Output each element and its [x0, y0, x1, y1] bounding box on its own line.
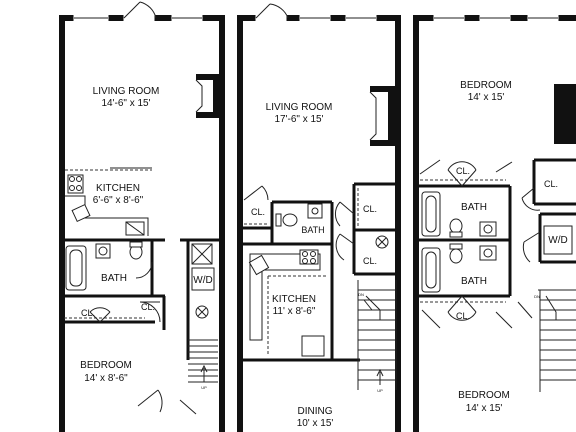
right-bedroom-bottom-dims: 14' x 15'	[466, 403, 503, 414]
left-unit	[59, 1, 225, 432]
middle-closet-c-label: CL.	[363, 256, 377, 266]
right-chimney	[554, 84, 576, 144]
middle-dining-dims: 10' x 15'	[297, 418, 334, 429]
right-closet-b-label: CL.	[544, 179, 558, 189]
left-stair-up-label: UP	[201, 385, 207, 390]
right-sink-top-icon	[479, 221, 497, 237]
middle-entry-door	[255, 3, 289, 19]
right-bathtub-top-icon	[421, 191, 441, 237]
right-sink-bottom-icon	[479, 245, 497, 261]
right-unit	[413, 14, 576, 432]
left-living-room-label: LIVING ROOM	[93, 86, 160, 97]
right-bedroom-top-label: BEDROOM	[460, 80, 512, 91]
right-closet-a-label: CL.	[456, 166, 470, 176]
middle-kitchen-sink-icon	[248, 254, 270, 276]
right-toilet-bottom-icon	[449, 248, 463, 264]
right-bathtub-bottom-icon	[421, 247, 441, 293]
middle-living-room-dims: 17'-6" x 15'	[274, 114, 323, 125]
left-living-room-dims: 14'-6" x 15'	[101, 98, 150, 109]
middle-stair-dn-label: DN	[358, 292, 364, 297]
right-closet-c-label: CL.	[456, 311, 470, 321]
right-bedroom-top-dims: 14' x 15'	[468, 92, 505, 103]
right-bath-a-label: BATH	[461, 202, 487, 213]
left-stair	[188, 339, 218, 383]
left-kitchen-sink-icon	[71, 203, 91, 223]
middle-bath-sink-icon	[307, 203, 323, 219]
middle-stair	[357, 280, 397, 390]
left-drain-icon	[195, 305, 209, 319]
left-wd-label: W/D	[193, 275, 212, 286]
left-closet-a-label: CL.	[81, 308, 95, 318]
left-bath-sink-icon	[95, 243, 111, 259]
right-stair	[517, 289, 576, 392]
left-bath-label: BATH	[101, 273, 127, 284]
left-bedroom-label: BEDROOM	[80, 360, 132, 371]
middle-closet-a-label: CL.	[251, 207, 265, 217]
left-fireplace	[196, 74, 220, 118]
left-bedroom-dims: 14' x 8'-6"	[84, 373, 128, 384]
middle-kitchen-dims: 11' x 8'-6"	[273, 306, 316, 317]
left-kitchen-dims: 6'-6" x 8'-6"	[93, 195, 144, 206]
left-closet-b-label: CL.	[141, 302, 155, 312]
middle-dining-label: DINING	[298, 406, 333, 417]
middle-bath-label: BATH	[301, 225, 324, 235]
left-bathtub-icon	[65, 245, 87, 291]
middle-unit	[237, 3, 401, 432]
right-toilet-top-icon	[449, 218, 463, 234]
middle-kitchen-label: KITCHEN	[272, 294, 316, 305]
right-washer-dryer-icon	[543, 225, 573, 255]
right-bedroom-bottom-label: BEDROOM	[458, 390, 510, 401]
left-kitchen-label: KITCHEN	[96, 183, 140, 194]
middle-living-room-label: LIVING ROOM	[266, 102, 333, 113]
left-dryer-icon	[191, 267, 215, 291]
middle-stair-up-label: UP	[377, 388, 383, 393]
middle-stove-icon	[299, 249, 319, 265]
right-stair-dn-label: DN	[534, 294, 540, 299]
middle-fireplace	[370, 86, 396, 146]
middle-toilet-icon	[282, 213, 298, 227]
middle-drain-icon	[375, 235, 389, 249]
left-stove-icon	[67, 174, 84, 194]
right-bath-b-label: BATH	[461, 276, 487, 287]
middle-closet-b-label: CL.	[363, 204, 377, 214]
left-entry-door	[123, 1, 157, 19]
right-wd-label: W/D	[548, 235, 567, 246]
middle-fridge-icon	[301, 335, 325, 357]
